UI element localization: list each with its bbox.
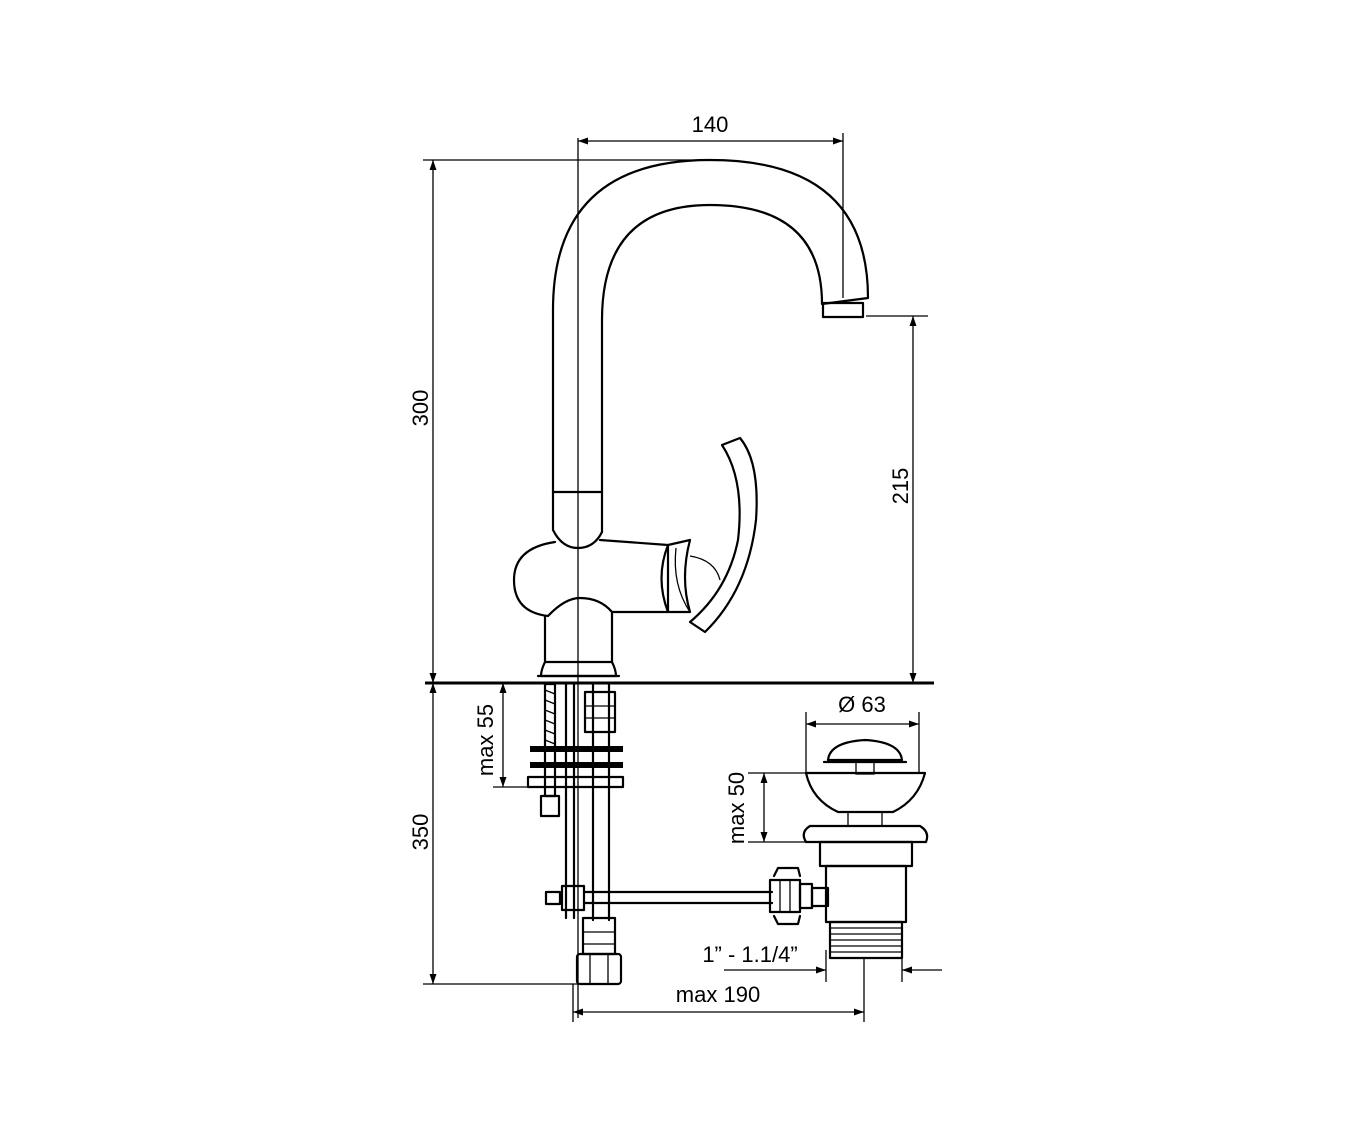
label-total-height: 300	[408, 390, 433, 427]
fixing-nut	[539, 794, 561, 818]
label-waste-deck-max: max 50	[724, 772, 749, 844]
label-spout-reach: 140	[692, 112, 729, 137]
waste-plug	[826, 738, 904, 762]
hose-nut	[575, 952, 623, 986]
faucet-body	[512, 138, 870, 1018]
spout	[551, 158, 870, 494]
fixing-washer	[530, 746, 623, 752]
dimension-labels: 140 300 215 350 max 55 Ø 63 max 50 1” - …	[408, 112, 913, 1007]
label-deck-thickness-max: max 55	[473, 704, 498, 776]
below-deck-assembly	[526, 682, 774, 986]
popup-waste	[768, 738, 929, 960]
label-waste-diameter: Ø 63	[838, 692, 886, 717]
hose-connector	[581, 916, 617, 956]
label-waste-thread: 1” - 1.1/4”	[702, 942, 797, 967]
dimension-lines	[423, 133, 942, 1022]
hose-connector	[583, 690, 617, 734]
label-spout-height: 215	[888, 468, 913, 505]
aerator	[821, 301, 865, 319]
label-waste-distance-max: max 190	[676, 982, 760, 1007]
mixer-body	[512, 538, 670, 618]
fixing-washer	[530, 762, 623, 768]
label-below-deck-length: 350	[408, 814, 433, 851]
lever-handle	[688, 436, 758, 634]
